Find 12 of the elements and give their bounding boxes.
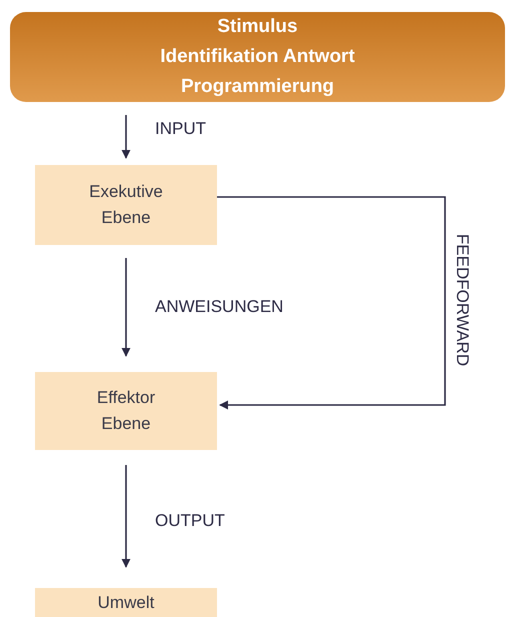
node-text: Effektor Ebene xyxy=(96,387,156,435)
process-box xyxy=(35,588,217,617)
arrow xyxy=(217,196,446,410)
header-banner xyxy=(10,12,505,102)
arrow xyxy=(122,258,130,357)
process-box xyxy=(35,165,217,245)
node-text: Exekutive Ebene xyxy=(88,181,164,229)
arrow xyxy=(122,115,130,159)
arrow xyxy=(122,465,130,568)
node-text: Stimulus Identifikation Antwort Programmierung xyxy=(160,15,355,99)
process-box xyxy=(35,372,217,450)
node-text: Umwelt xyxy=(98,592,154,614)
